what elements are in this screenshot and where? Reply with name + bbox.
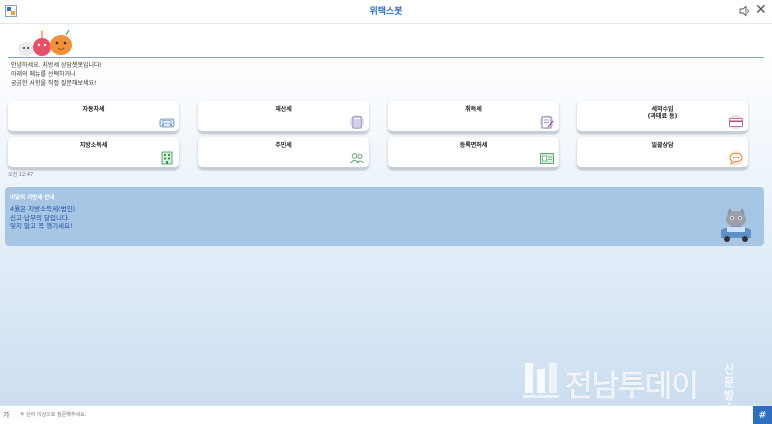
cat-mascot-car-icon [721,208,751,242]
menu-button-label: 세외수입 [651,106,674,113]
menu-button-registration-license-tax[interactable]: 등록면허세 [388,137,559,169]
title-bar: 위택스봇 ✕ [0,0,772,24]
message-timestamp: 오전 12:47 [8,172,34,178]
office-building-icon [161,151,173,165]
car-icon [159,118,175,128]
monthly-tax-notice-card: 이달의 지방세 안내 4월은 지방소득세(법인) 신고·납부의 달입니다. 잊지… [5,187,764,246]
greeting-line: 안녕하세요. 지방세 상담챗봇입니다! [11,62,102,69]
chat-input[interactable] [20,409,748,421]
speaker-icon[interactable] [739,5,751,17]
watermark-text: 전남투데이 [565,369,699,404]
menu-button-label: 등록면허세 [459,142,488,149]
mascot-characters [18,29,72,56]
menu-button-label: 지방소득세 [79,142,108,149]
license-icon [540,153,554,164]
menu-button-acquisition-tax[interactable]: 취득세 [388,101,559,133]
menu-button-sublabel: (과태료 등) [647,113,678,120]
people-icon [350,153,364,164]
close-button[interactable]: ✕ [755,2,767,18]
watermark: 전남투데이 신문방송 [521,355,753,415]
notice-line: 4월은 지방소득세(법인) [10,205,76,213]
news-logo-icon [523,363,559,398]
notice-line: 신고·납부의 달입니다. [10,213,71,222]
menu-button-label: 주민세 [275,142,292,149]
notice-body: 4월은 지방소득세(법인) 신고·납부의 달입니다. 잊지 말고 꼭 챙기세요! [10,205,75,231]
menu-button-local-income-tax[interactable]: 지방소득세 [8,137,179,169]
greeting-line: 아래의 메뉴를 선택하거나 [11,71,76,78]
document-pen-icon [540,115,554,129]
chat-input-bar: 가 # [0,405,772,424]
greeting-line: 궁금한 사항을 직접 질문해보세요! [11,80,97,87]
menu-button-general-consultation[interactable]: 일괄상담 [577,137,748,169]
menu-button-non-tax-revenue[interactable]: 세외수입 (과태료 등) [577,101,748,133]
menu-button-label: 재산세 [275,106,292,113]
notice-line: 잊지 말고 꼭 챙기세요! [10,222,73,230]
input-mode-button[interactable]: 가 [3,411,10,419]
building-icon [350,115,364,129]
menu-button-resident-tax[interactable]: 주민세 [198,137,369,169]
menu-button-label: 자동차세 [82,106,105,113]
notice-title: 이달의 지방세 안내 [10,195,55,201]
window-title: 위택스봇 [369,7,403,17]
menu-button-property-tax[interactable]: 재산세 [198,101,369,133]
header-divider [8,57,764,58]
card-icon [729,115,743,129]
bot-greeting-message: 안녕하세요. 지방세 상담챗봇입니다! 아래의 메뉴를 선택하거나 궁금한 사항… [11,61,102,88]
send-button[interactable]: # [753,406,772,424]
chat-bubble-icon [729,151,743,165]
app-logo-icon [5,5,17,17]
menu-button-vehicle-tax[interactable]: 자동차세 [8,101,179,133]
menu-button-label: 취득세 [465,106,482,113]
menu-button-label: 일괄상담 [651,142,674,149]
